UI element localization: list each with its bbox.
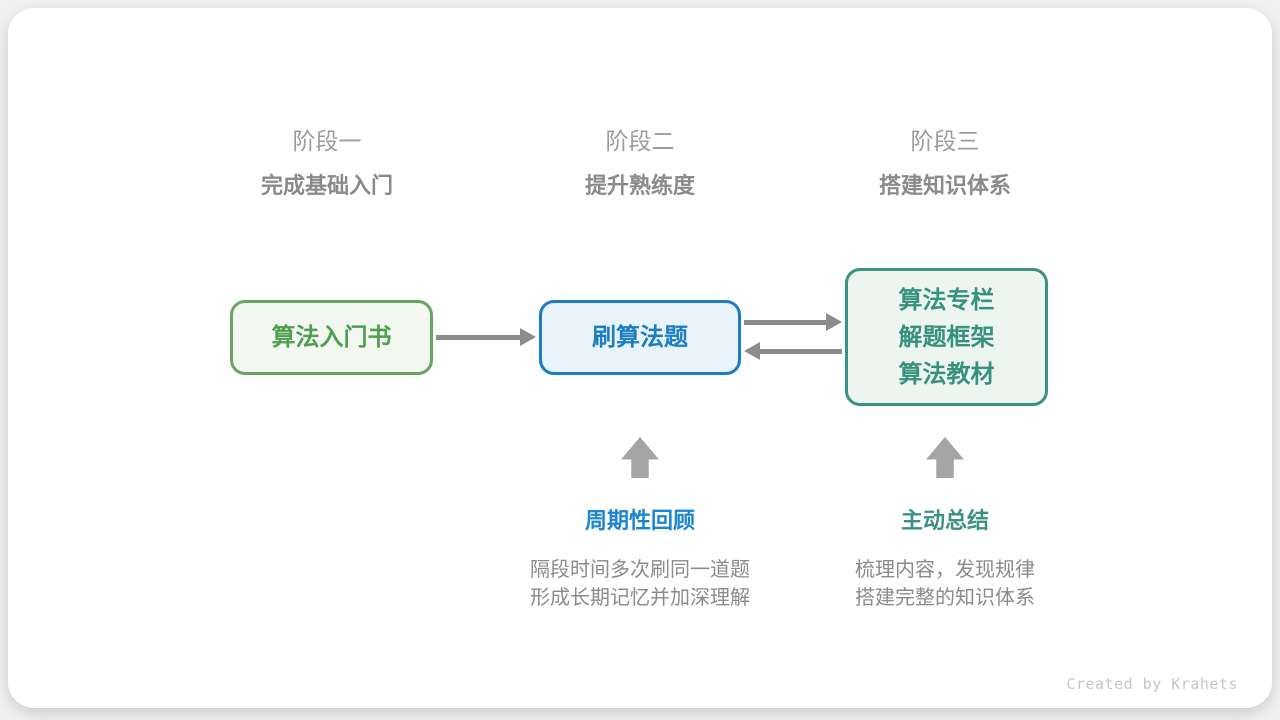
arrow-head-right: [520, 328, 536, 346]
annotation-active-summary: 主动总结 梳理内容，发现规律 搭建完整的知识体系: [785, 508, 1105, 611]
node-knowledge-resources: 算法专栏 解题框架 算法教材: [845, 268, 1048, 406]
stage-header-2: 阶段二 提升熟练度: [480, 128, 800, 200]
credit-text: Created by Krahets: [1066, 675, 1238, 693]
stage-2-label: 阶段二: [605, 129, 675, 155]
stage-2-title: 提升熟练度: [584, 174, 695, 199]
desc-line: 梳理内容，发现规律: [855, 557, 1035, 581]
stage-3-label: 阶段三: [910, 129, 980, 155]
node-practice-problems: 刷算法题: [539, 300, 741, 375]
desc-line: 形成长期记忆并加深理解: [530, 585, 750, 609]
node-resources-line-3: 算法教材: [898, 359, 995, 388]
arrow-right-icon: [436, 328, 536, 346]
annotation-active-summary-desc: 梳理内容，发现规律 搭建完整的知识体系: [785, 555, 1105, 611]
desc-line: 搭建完整的知识体系: [855, 585, 1035, 609]
desc-line: 隔段时间多次刷同一道题: [530, 557, 750, 581]
arrow-right-icon: [744, 313, 842, 331]
stage-3-title: 搭建知识体系: [878, 174, 1011, 199]
arrow-head-right: [826, 313, 842, 331]
stage-header-3: 阶段三 搭建知识体系: [785, 128, 1105, 200]
arrow-shaft: [436, 334, 520, 340]
node-resources-line-2: 解题框架: [898, 322, 995, 351]
node-algorithm-intro-book: 算法入门书: [230, 300, 433, 375]
arrow-left-icon: [744, 342, 842, 360]
annotation-periodic-review-desc: 隔段时间多次刷同一道题 形成长期记忆并加深理解: [480, 555, 800, 611]
arrow-shaft: [760, 348, 842, 354]
stage-header-1: 阶段一 完成基础入门: [167, 128, 487, 200]
annotation-periodic-review: 周期性回顾 隔段时间多次刷同一道题 形成长期记忆并加深理解: [480, 508, 800, 611]
stage-1-label: 阶段一: [292, 129, 362, 155]
annotation-active-summary-title: 主动总结: [900, 509, 989, 534]
node-algorithm-intro-book-label: 算法入门书: [271, 323, 392, 351]
node-resources-line-1: 算法专栏: [898, 285, 995, 314]
stage-1-title: 完成基础入门: [260, 174, 393, 199]
arrow-head-left: [744, 342, 760, 360]
node-practice-problems-label: 刷算法题: [592, 323, 688, 351]
arrow-shaft: [744, 319, 826, 325]
annotation-periodic-review-title: 周期性回顾: [584, 509, 695, 534]
